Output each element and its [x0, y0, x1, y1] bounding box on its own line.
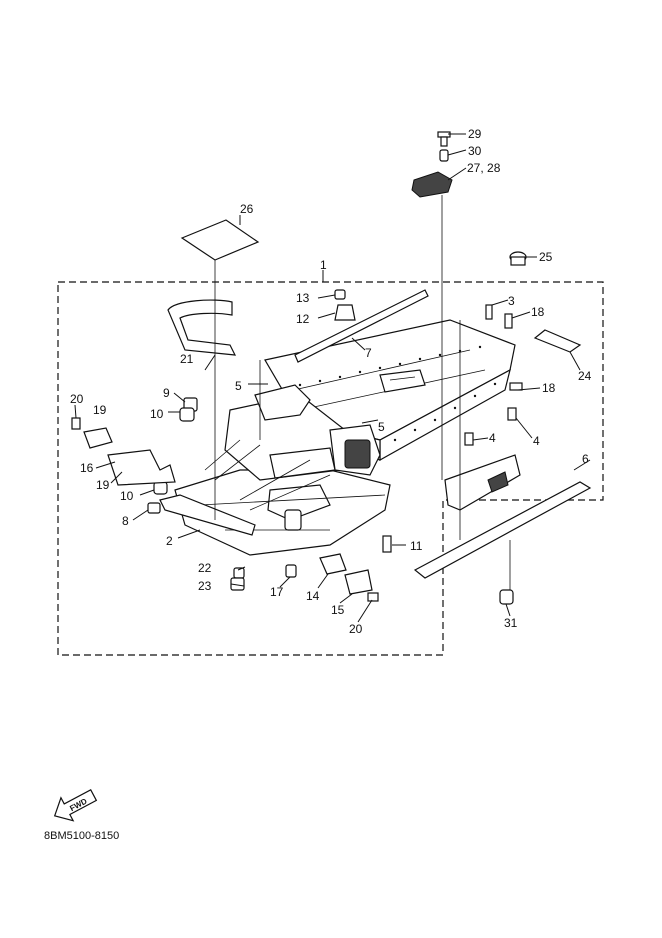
callout-3: 3 [508, 294, 515, 308]
part-26-decal [180, 219, 260, 261]
drawing-code: 8BM5100-8150 [44, 830, 120, 842]
callout-11: 11 [410, 539, 423, 553]
part-25-cap [509, 251, 527, 266]
callout-5a: 5 [235, 379, 242, 393]
part-8-bushing [147, 502, 161, 514]
part-24-strip [533, 329, 582, 353]
rivet-rows [298, 345, 497, 442]
part-18-clip-lower [509, 382, 523, 391]
part-17-bushing [285, 564, 297, 578]
part-31-cap [499, 589, 514, 605]
part-4-bolt-a [464, 432, 474, 446]
footrest-panel [444, 454, 521, 511]
part-2-lower-bar [159, 494, 256, 536]
part-13-nut [334, 289, 346, 300]
callout-16: 16 [80, 461, 94, 475]
part-4-bolt-b [507, 407, 517, 421]
callout-24: 24 [578, 369, 592, 383]
callout-31: 31 [504, 616, 518, 630]
assembly-boundary-1 [57, 281, 604, 656]
part-30-collar [439, 149, 449, 162]
callout-4b: 4 [533, 434, 540, 448]
callout-14: 14 [306, 589, 320, 603]
callout-12: 12 [296, 312, 310, 326]
part-7-rail [294, 289, 429, 363]
callout-25: 25 [539, 250, 553, 264]
callout-26: 26 [240, 202, 254, 216]
part-10-damper-lower [153, 481, 168, 495]
part-12-mount [334, 304, 356, 321]
callout-17: 17 [270, 585, 284, 599]
callout-10b: 10 [120, 489, 134, 503]
callout-1: 1 [320, 258, 327, 272]
callout-18b: 18 [542, 381, 556, 395]
callout-19b: 19 [96, 478, 110, 492]
part-27-28-bracket [411, 171, 453, 198]
part-15-plate [344, 569, 373, 595]
callout-27-28: 27, 28 [467, 161, 501, 175]
callout-20b: 20 [349, 622, 363, 636]
assembly-lines [214, 195, 511, 590]
callout-8: 8 [122, 514, 129, 528]
callout-21: 21 [180, 352, 194, 366]
part-20-screw-lower [367, 592, 379, 602]
callout-7: 7 [365, 346, 372, 360]
part-11-bolt [382, 535, 392, 553]
front-chassis [174, 384, 391, 556]
part-16-steering-mount [107, 449, 176, 486]
callout-15: 15 [331, 603, 345, 617]
part-3-bolt [485, 304, 493, 320]
callout-13: 13 [296, 291, 310, 305]
callout-2: 2 [166, 534, 173, 548]
part-20-screw-upper [71, 417, 81, 430]
part-14-plate [319, 553, 347, 575]
callout-labels: 1 2 3 4 4 5 5 6 7 8 9 10 10 11 12 13 14 … [70, 127, 592, 636]
callout-23: 23 [198, 579, 212, 593]
callout-10a: 10 [150, 407, 164, 421]
callout-9: 9 [163, 386, 170, 400]
leader-lines [74, 133, 591, 623]
callout-19a: 19 [93, 403, 107, 417]
part-6-runner-rail [413, 481, 592, 579]
callout-30: 30 [468, 144, 482, 158]
part-19-mount-upper [83, 427, 113, 449]
callout-29: 29 [468, 127, 482, 141]
part-18-clip-upper [504, 313, 513, 329]
callout-20a: 20 [70, 392, 84, 406]
part-10-damper-upper [179, 407, 195, 422]
part-21-front-bumper [167, 299, 237, 356]
callout-22: 22 [198, 561, 212, 575]
callout-4a: 4 [489, 431, 496, 445]
callout-5b: 5 [378, 420, 385, 434]
callout-6: 6 [582, 452, 589, 466]
callout-18a: 18 [531, 305, 545, 319]
fwd-direction-arrow: FWD [53, 789, 98, 822]
